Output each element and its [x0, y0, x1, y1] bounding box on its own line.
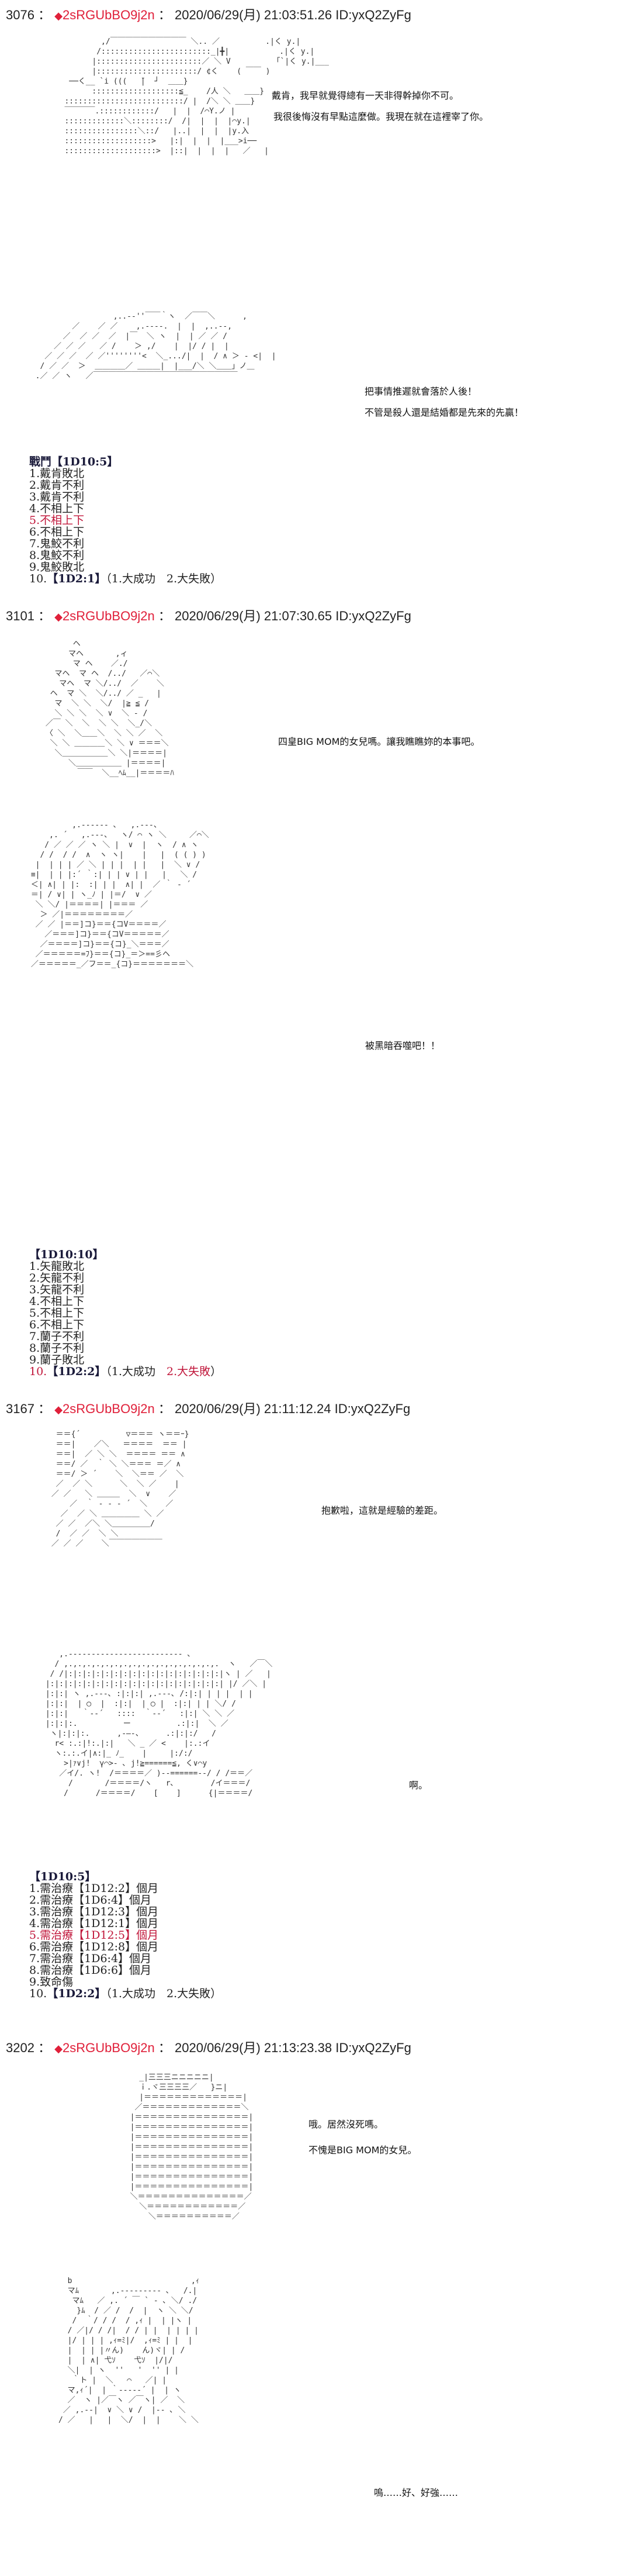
dice-option: 3.需治療【1D12:3】個月	[29, 1905, 159, 1918]
dialogue-line: 哦。居然沒死嗎。	[308, 2119, 384, 2130]
dice-option: 9.鬼鮫敗北	[29, 561, 85, 574]
dice-title: 【1D10:10】	[29, 1248, 104, 1261]
dialogue-line: 啊。	[409, 1780, 428, 1791]
ascii-art-figure-back: _|三三三ニニニニニ| ｉ.ヾ三三三三／ }ニ| |＝＝＝＝＝＝＝＝＝＝＝＝＝|…	[130, 2073, 254, 2221]
dice-result-list: 【1D10:10】 1.矢龍敗北 2.矢龍不利 3.矢龍不利 4.不相上下 5.…	[29, 1249, 221, 1377]
diamond-icon: ◆	[54, 2043, 63, 2054]
post-header: 3202 ： ◆2sRGUbBO9j2n ： 2020/06/29(月) 21:…	[6, 2040, 411, 2055]
dice-title: 戰鬥【1D10:5】	[29, 455, 119, 468]
post-number[interactable]: 3167	[6, 1401, 34, 1416]
ascii-art-kisame-daikon: ,/￣￣￣￣￣￣￣￣￣￣ ＼.. ／ .|く y.| /::::::::::::…	[64, 37, 329, 156]
diamond-icon: ◆	[54, 10, 63, 22]
diamond-icon: ◆	[54, 1404, 63, 1415]
dice-option: 6.需治療【1D12:8】個月	[29, 1940, 159, 1953]
dice-title: 【1D10:5】	[29, 1870, 96, 1883]
poster-trip[interactable]: 2sRGUbBO9j2n	[63, 2040, 155, 2055]
dice-result-list: 戰鬥【1D10:5】 1.戴肯敗北 2.戴肯不利 3.戴肯不利 4.不相上下 5…	[29, 456, 221, 585]
dice-option: 1.需治療【1D12:2】個月	[29, 1882, 159, 1895]
dice-option: 4.需治療【1D12:1】個月	[29, 1917, 159, 1930]
dice-option: 2.矢龍不利	[29, 1272, 85, 1284]
ascii-art-ranko-hurt: b ,ｨ マﾑ ,.-‐‐‐‐‐‐‐- ､ /.| マﾑ ／ ,. ´ ￣ ` …	[58, 2277, 200, 2425]
dice-option: 6.不相上下	[29, 1318, 85, 1331]
post-number[interactable]: 3076	[6, 8, 34, 22]
dice-option: 1.矢龍敗北	[29, 1260, 85, 1273]
poster-id[interactable]: ID:yxQ2ZyFg	[335, 2040, 411, 2055]
dice-option: 2.需治療【1D6:4】個月	[29, 1894, 152, 1907]
diamond-icon: ◆	[54, 611, 63, 623]
dialogue-line: 被黑暗吞噬吧！！	[365, 1040, 441, 1051]
dice-option: 1.戴肯敗北	[29, 467, 85, 480]
post-number[interactable]: 3101	[6, 609, 34, 623]
dice-roll: 【1D2:1】	[47, 572, 106, 585]
post-datetime: 2020/06/29(月) 21:07:30.65	[175, 609, 332, 623]
dice-option: 2.戴肯不利	[29, 479, 85, 492]
dialogue-line: 嗚……好、好強……	[374, 2487, 459, 2498]
dice-option: 4.不相上下	[29, 502, 85, 515]
dice-option: 7.需治療【1D6:4】個月	[29, 1952, 152, 1965]
dice-option-selected: 5.需治療【1D12:5】個月	[29, 1929, 159, 1942]
dice-option: 9.致命傷	[29, 1976, 74, 1988]
dialogue-line: 抱歉啦，這就是經驗的差距。	[321, 1505, 443, 1516]
dice-option-selected: 5.不相上下	[29, 514, 85, 527]
dialogue-line: 不管是殺人還是結婚都是先來的先贏！	[365, 407, 524, 418]
post-header: 3101 ： ◆2sRGUbBO9j2n ： 2020/06/29(月) 21:…	[6, 609, 411, 623]
dice-option: 3.戴肯不利	[29, 491, 85, 503]
dice-option: 5.不相上下	[29, 1307, 85, 1320]
dice-roll: 【1D2:2】	[47, 1365, 106, 1378]
dialogue-line: 戴肯，我早就覺得總有一天非得幹掉你不可。	[272, 90, 459, 101]
dice-option: 6.不相上下	[29, 526, 85, 538]
dice-option: 3.矢龍不利	[29, 1283, 85, 1296]
dice-option: 4.不相上下	[29, 1295, 85, 1308]
dice-option: 8.鬼鮫不利	[29, 549, 85, 562]
poster-trip[interactable]: 2sRGUbBO9j2n	[63, 8, 155, 22]
poster-trip[interactable]: 2sRGUbBO9j2n	[63, 1401, 155, 1416]
dice-option: 7.鬼鮫不利	[29, 537, 85, 550]
post-datetime: 2020/06/29(月) 21:03:51.26	[175, 8, 332, 22]
ascii-art-character: ＝＝{´ ▽＝＝＝ ヽ＝＝ｰ} ＝＝| ／＼ ＝＝＝＝ ＝＝ | ＝＝| ／ ＼…	[51, 1430, 189, 1548]
ascii-art-yagami: ヘ マヘ ,ィ マ ヘ ／./ マヘ マ ヘ /../ ／⌒＼ マヘ マ ＼/.…	[45, 640, 174, 778]
dialogue-line: 四皇BIG MOM的女兒嗎。讓我瞧瞧妳的本事吧。	[278, 736, 480, 747]
poster-trip[interactable]: 2sRGUbBO9j2n	[63, 609, 155, 623]
ascii-art-clash: ,..-‐''￣￣｀ヽ ／￣￣＼ , ／ ／ ／ ,.-‐‐‐. | | ,..…	[35, 312, 276, 381]
dice-option: 8.需治療【1D6:6】個月	[29, 1964, 152, 1977]
dice-roll: 【1D2:2】	[47, 1987, 106, 2000]
dice-option-extra: 10.【1D2:1】（1.大成功 2.大失敗）	[29, 572, 222, 585]
dice-option-extra-selected: 10.【1D2:2】（1.大成功 2.大失敗）	[29, 1365, 222, 1378]
post-datetime: 2020/06/29(月) 21:13:23.38	[175, 2040, 332, 2055]
post-number[interactable]: 3202	[6, 2040, 34, 2055]
post-header: 3076 ： ◆2sRGUbBO9j2n ： 2020/06/29(月) 21:…	[6, 8, 411, 22]
dice-option-extra: 10.【1D2:2】（1.大成功 2.大失敗）	[29, 1987, 222, 2000]
post-datetime: 2020/06/29(月) 21:11:12.24	[175, 1401, 331, 1416]
dice-result-list: 【1D10:5】 1.需治療【1D12:2】個月 2.需治療【1D6:4】個月 …	[29, 1871, 221, 2000]
dialogue-line: 不愧是BIG MOM的女兒。	[308, 2145, 417, 2156]
ascii-art-ranko: ,.-‐‐‐‐- ､ ,.-‐-、 ,. ´ ,.-‐‐、 ヽ/ ⌒ ヽ ＼ ／…	[30, 821, 209, 969]
poster-id[interactable]: ID:yxQ2ZyFg	[335, 609, 411, 623]
poster-id[interactable]: ID:yxQ2ZyFg	[334, 1401, 411, 1416]
dice-option: 9.蘭子敗北	[29, 1353, 85, 1366]
post-header: 3167 ： ◆2sRGUbBO9j2n ： 2020/06/29(月) 21:…	[6, 1401, 411, 1416]
poster-id[interactable]: ID:yxQ2ZyFg	[335, 8, 411, 22]
dice-option: 7.蘭子不利	[29, 1330, 85, 1343]
ascii-art-ranko-closeup: ,.-‐‐‐‐‐‐‐‐‐‐‐‐‐‐‐‐‐‐‐‐‐‐‐- ､ / ,.,.,.,.…	[45, 1650, 273, 1798]
dialogue-line: 我很後悔沒有早點這麼做。我現在就在這裡宰了你。	[273, 111, 489, 122]
dialogue-line: 把事情推遲就會落於人後！	[365, 386, 477, 397]
dice-option: 8.蘭子不利	[29, 1342, 85, 1355]
